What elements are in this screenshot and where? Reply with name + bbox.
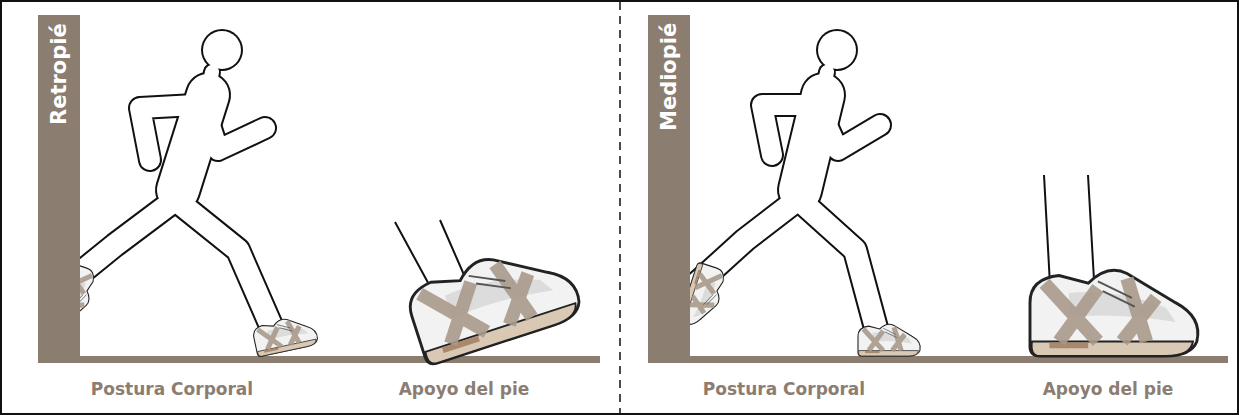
band-title: Mediopié	[659, 23, 680, 131]
panel-caption: Postura Corporal	[48, 379, 296, 399]
side-band: Mediopié	[648, 15, 690, 363]
panel-caption: Postura Corporal	[660, 379, 908, 399]
panel-caption: Apoyo del pie	[984, 379, 1232, 399]
side-band: Retropié	[38, 15, 80, 363]
panel-caption: Apoyo del pie	[340, 379, 588, 399]
band-title: Retropié	[49, 23, 70, 125]
